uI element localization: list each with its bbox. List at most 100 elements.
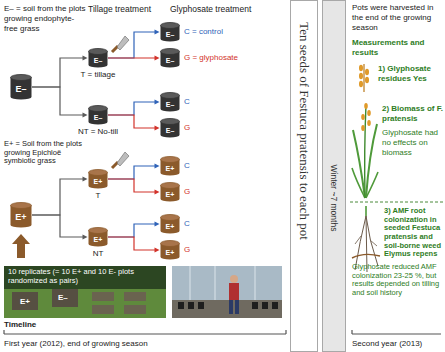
arrow-connector [32,87,88,118]
pot-icon [161,215,180,221]
arrow-line [32,87,84,115]
column-heading: Tillage treatment [88,4,151,15]
timeline-axis [351,330,352,334]
arrow-line [108,166,156,179]
pot-node: E–G [160,118,180,138]
photo-label: E– [58,293,68,303]
result-text: 3) AMF root colonization in seeded Festu… [384,207,443,259]
text-band: Ten seeds of Festuca pratensis to each p… [290,0,318,352]
pot-icon [89,49,108,55]
grass-illustration [365,104,366,198]
photo-caption: 10 replicates (= 10 E+ and 10 E- plots r… [8,268,160,285]
field-photo [124,305,146,314]
grass-illustration [366,124,377,198]
timeline-axis [352,333,441,334]
soil-origin-arrow [12,234,30,258]
pot-node: E+C [160,214,180,234]
divider-line [350,202,445,203]
pot-icon [89,106,108,112]
trowel-icon [112,152,129,168]
greenhouse-photo [188,302,194,309]
pot-label: E– [160,31,180,38]
field-photo [52,289,78,307]
arrow-line [108,32,156,58]
pot-icon [89,170,108,176]
greenhouse-photo [262,302,268,309]
pot-node: E–G = glyphosate [160,48,180,68]
greenhouse-photo [178,302,184,309]
grain-icon [359,65,363,71]
pot-icon [161,119,180,125]
pot-node: E+T [88,169,108,189]
treatment-label: G [184,245,190,255]
field-photo [124,292,146,301]
greenhouse-photo [198,302,204,309]
treatment-label: C [184,161,190,171]
roots-illustration [366,216,378,266]
greenhouse-photo [215,266,216,300]
arrow-line [32,179,84,215]
pot-label: E– [160,127,180,134]
arrow-head [155,55,160,60]
arrow-head [155,29,160,34]
pot-label: E+ [160,165,180,172]
result-text: Glyphosate had no effects on biomass [382,128,443,158]
legend-note: E+ = Soil from the plots growing Epichlo… [4,140,88,166]
grain-icon [359,81,363,87]
legend-note: E– = soil from the plots growing endophy… [4,4,86,34]
divider-line [350,202,445,203]
roots-illustration [355,216,366,270]
field-photo [4,266,166,289]
grass-illustration [352,103,378,198]
pot-label: E– [10,85,32,94]
arrow-head [83,234,88,239]
field-photo [92,305,114,314]
arrow-line [108,224,156,237]
arrow-line [32,58,84,87]
pot-label: E+ [88,236,108,243]
greenhouse-photo [190,266,191,300]
arrow-line [108,57,156,58]
grain-icon [359,64,369,92]
arrow-head [155,247,160,252]
pot-label: E– [160,57,180,64]
arrow-head [83,176,88,181]
result-text: Glyphosate reduced AMF colonization 23-2… [352,263,443,298]
treatment-label: NT = No-till [78,127,118,137]
timeline-axis [4,330,441,334]
soil-origin-arrow [12,234,30,258]
pot-icon [161,23,180,29]
arrow-head [155,125,160,130]
pot-node: E–T = tillage [88,48,108,68]
arrow-head [155,221,160,226]
field-photo [92,292,114,301]
pot-icon [89,228,108,234]
pot-node: E+G [160,182,180,202]
pot-node: E+C [160,156,180,176]
arrow-line [108,102,156,115]
result-text: 2) Biomass of F. pratensis [382,104,443,124]
timeline-label: Second year (2013) [352,339,422,349]
roots-illustration [365,206,367,216]
greenhouse-photo [229,283,239,300]
grass-illustration [352,168,365,198]
arrow-connector [32,176,88,215]
band-text: Ten seeds of Festuca pratensis to each p… [296,22,312,240]
grass-illustration [353,130,365,198]
arrow-line [108,115,156,128]
treatment-label: G [184,123,190,133]
arrow-head [155,99,160,104]
greenhouse-photo [172,266,282,318]
pot-node: E+G [160,240,180,260]
arrow-line [32,215,84,237]
greenhouse-photo [272,302,278,309]
greenhouse-photo [252,302,258,309]
arrow-connector [108,29,160,58]
treatment-label: G = glyphosate [184,53,238,63]
treatment-label: C = control [184,27,223,37]
pot-label: E+ [160,191,180,198]
field-photo [12,292,38,310]
column-heading: Glyphosate treatment [170,4,251,15]
pot-node: E–C = control [160,22,180,42]
grass-illustration [367,120,371,126]
